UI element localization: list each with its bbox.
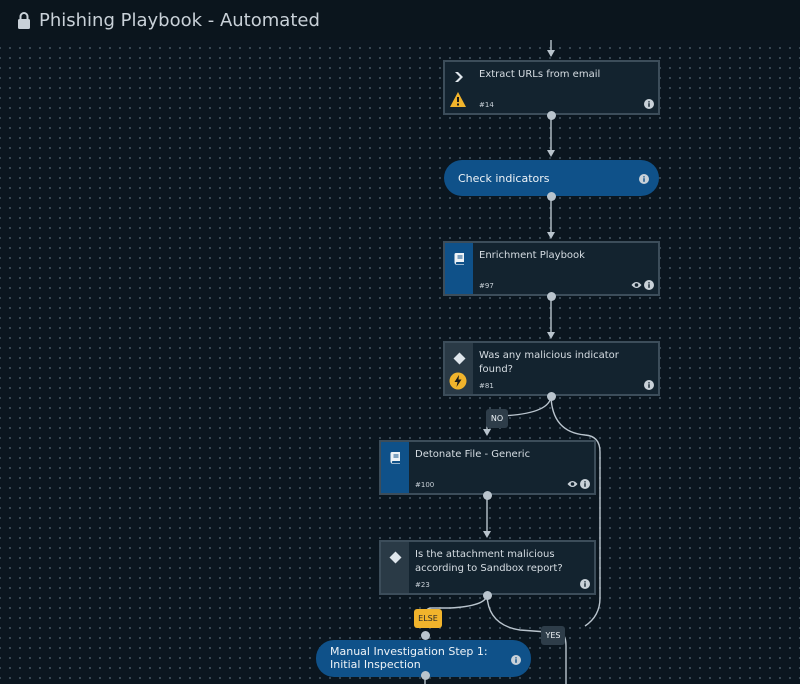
task-detonate-file[interactable]: Detonate File - Generic #100 xyxy=(379,440,596,495)
task-malicious-indicator-condition[interactable]: Was any malicious indicator found? #81 xyxy=(443,341,660,396)
connector-dot[interactable] xyxy=(483,591,492,600)
info-icon[interactable] xyxy=(580,479,590,489)
branch-label-yes[interactable]: YES xyxy=(541,626,565,645)
section-name-line1: Manual Investigation Step 1: xyxy=(330,645,488,658)
info-icon[interactable] xyxy=(580,579,590,589)
chevron-right-icon xyxy=(451,69,467,85)
section-name: Check indicators xyxy=(458,172,550,185)
task-attachment-condition[interactable]: Is the attachment malicious according to… xyxy=(379,540,596,595)
task-number: #97 xyxy=(479,282,494,290)
branch-label-else[interactable]: ELSE xyxy=(414,609,442,628)
info-icon[interactable] xyxy=(644,380,654,390)
task-enrichment-playbook[interactable]: Enrichment Playbook #97 xyxy=(443,241,660,296)
connector-dot[interactable] xyxy=(547,192,556,201)
connector-dot[interactable] xyxy=(483,491,492,500)
task-name: Extract URLs from email xyxy=(479,69,601,80)
diamond-icon xyxy=(451,350,467,366)
section-name-line2: Initial Inspection xyxy=(330,658,421,671)
eye-icon[interactable] xyxy=(631,281,642,289)
playbook-header: Phishing Playbook - Automated xyxy=(0,0,800,40)
info-icon[interactable] xyxy=(644,280,654,290)
task-number: #81 xyxy=(479,382,494,390)
task-number: #23 xyxy=(415,581,430,589)
playbook-canvas[interactable]: Extract URLs from email #14 Check indica… xyxy=(0,40,800,684)
section-check-indicators[interactable]: Check indicators xyxy=(444,160,659,196)
warning-icon xyxy=(450,92,466,107)
lightning-icon xyxy=(449,372,467,390)
section-name: Manual Investigation Step 1: Initial Ins… xyxy=(330,645,488,671)
info-icon[interactable] xyxy=(644,99,654,109)
task-name: Is the attachment malicious according to… xyxy=(415,549,563,574)
task-number: #100 xyxy=(415,481,435,489)
task-name: Enrichment Playbook xyxy=(479,250,585,261)
connector-dot[interactable] xyxy=(547,111,556,120)
task-name: Detonate File - Generic xyxy=(415,449,531,460)
connector-dot[interactable] xyxy=(421,631,430,640)
connector-dot[interactable] xyxy=(547,392,556,401)
playbook-title: Phishing Playbook - Automated xyxy=(39,9,320,31)
task-name: Was any malicious indicator found? xyxy=(479,350,619,375)
branch-label-no[interactable]: NO xyxy=(486,409,508,428)
info-icon[interactable] xyxy=(511,655,521,665)
task-extract-urls[interactable]: Extract URLs from email #14 xyxy=(443,60,660,115)
book-icon xyxy=(387,449,403,465)
section-manual-investigation[interactable]: Manual Investigation Step 1: Initial Ins… xyxy=(316,640,531,677)
eye-icon[interactable] xyxy=(567,480,578,488)
lock-icon xyxy=(18,12,30,29)
task-number: #14 xyxy=(479,101,494,109)
book-icon xyxy=(451,250,467,266)
connector-dot[interactable] xyxy=(421,671,430,680)
diamond-icon xyxy=(387,549,403,565)
info-icon[interactable] xyxy=(639,174,649,184)
connector-dot[interactable] xyxy=(547,292,556,301)
